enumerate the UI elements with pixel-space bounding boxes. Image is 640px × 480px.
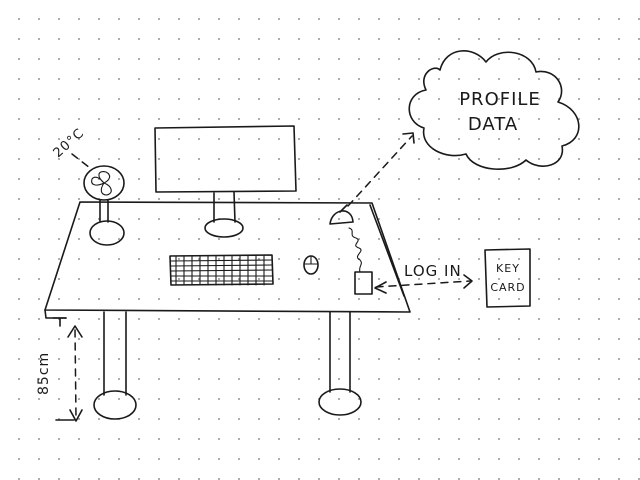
profile-data-label-line1: PROFILE <box>459 89 541 110</box>
card-reader <box>329 204 373 295</box>
temperature-label: 20°C <box>51 126 88 161</box>
height-dimension <box>52 317 83 422</box>
key-card-label-line1: KEY <box>496 262 520 275</box>
height-label: 85cm <box>36 352 52 395</box>
login-label: LOG IN <box>404 262 462 280</box>
profile-data-cloud <box>408 50 580 170</box>
mouse <box>303 255 319 275</box>
key-card <box>484 248 531 308</box>
profile-data-arrow <box>347 132 415 207</box>
fan <box>83 165 125 246</box>
key-card-label-line2: CARD <box>490 281 525 294</box>
temperature-pointer <box>71 153 91 169</box>
keyboard <box>169 254 274 286</box>
profile-data-label-line2: DATA <box>468 114 518 135</box>
desk-legs <box>93 311 362 420</box>
login-arrow <box>374 274 473 294</box>
monitor <box>154 125 297 238</box>
